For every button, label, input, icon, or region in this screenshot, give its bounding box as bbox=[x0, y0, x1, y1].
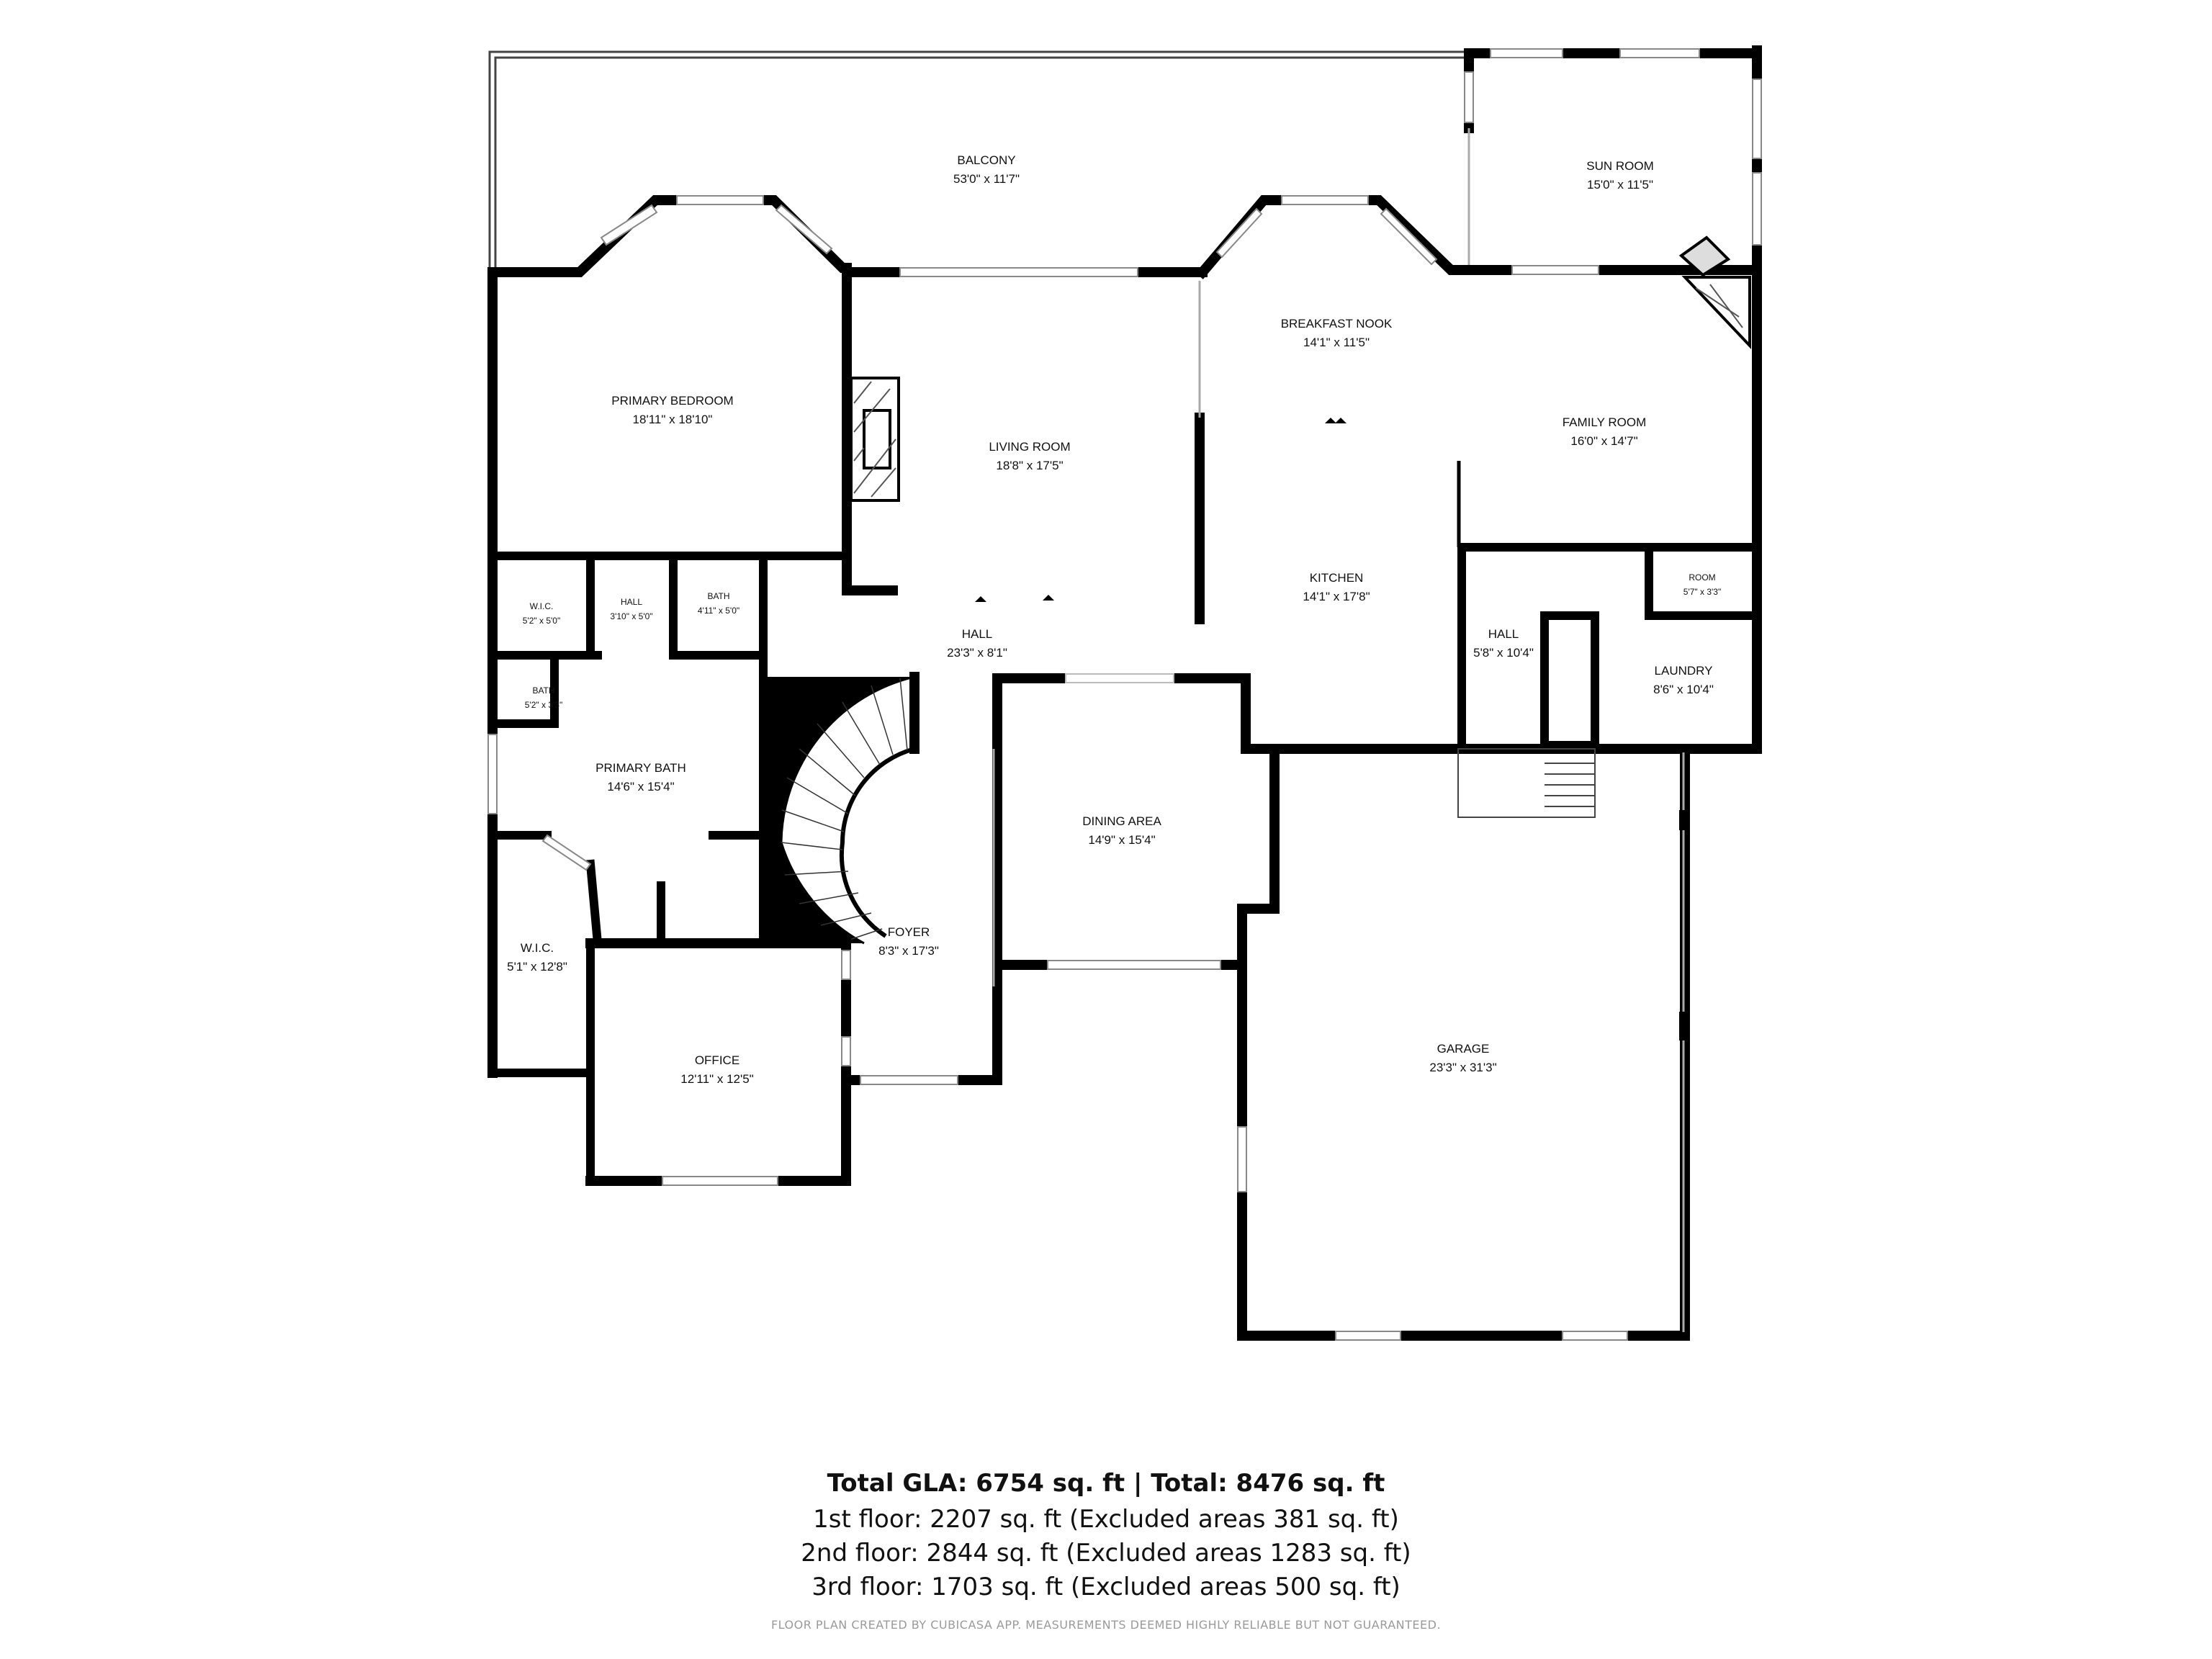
foyer-name: FOYER bbox=[888, 925, 930, 939]
hall-main-dims: 23'3" x 8'1" bbox=[947, 646, 1007, 660]
primary-bath-name: PRIMARY BATH bbox=[595, 761, 686, 775]
suite-walls bbox=[488, 552, 851, 1185]
wic-small-dims: 5'2" x 5'0" bbox=[523, 616, 560, 626]
hall-east-dims: 5'8" x 10'4" bbox=[1473, 646, 1534, 660]
living-room-windows bbox=[899, 267, 1138, 277]
bath-a-dims: 4'11" x 5'0" bbox=[698, 606, 739, 616]
spiral-staircase bbox=[768, 675, 915, 945]
living-room-name: LIVING ROOM bbox=[989, 440, 1070, 454]
balcony-dims: 53'0" x 11'7" bbox=[953, 172, 1020, 186]
total-area-heading: Total GLA: 6754 sq. ft | Total: 8476 sq.… bbox=[827, 1469, 1385, 1498]
family-room-fireplace-icon bbox=[1678, 235, 1751, 350]
family-room-dims: 16'0" x 14'7" bbox=[1570, 434, 1637, 448]
laundry-dims: 8'6" x 10'4" bbox=[1653, 683, 1714, 696]
hall-small-name: HALL bbox=[621, 597, 642, 607]
bath-b-dims: 5'2" x 3'3" bbox=[525, 700, 562, 710]
door-markers bbox=[975, 418, 1346, 602]
fireplace-icon bbox=[850, 377, 900, 502]
primary-bath-dims: 14'6" x 15'4" bbox=[607, 780, 674, 793]
hall-main-name: HALL bbox=[962, 627, 993, 641]
hall-east-name: HALL bbox=[1488, 627, 1519, 641]
breakfast-nook-dims: 14'1" x 11'5" bbox=[1303, 336, 1370, 349]
hall-small-dims: 3'10" x 5'0" bbox=[610, 611, 652, 621]
balcony-name: BALCONY bbox=[957, 153, 1015, 167]
garage-stairs bbox=[1457, 748, 1596, 818]
dining-window bbox=[1047, 960, 1221, 970]
kitchen-dims: 14'1" x 17'8" bbox=[1303, 590, 1370, 603]
primary-bedroom-name: PRIMARY BEDROOM bbox=[611, 394, 733, 408]
suite-windows bbox=[487, 734, 592, 871]
sun-room-dims: 15'0" x 11'5" bbox=[1587, 178, 1653, 192]
room-labels: BALCONY 53'0" x 11'7" SUN ROOM 15'0" x 1… bbox=[507, 153, 1721, 1086]
garage-door-markers bbox=[1679, 810, 1688, 1040]
sun-room-name: SUN ROOM bbox=[1586, 159, 1654, 173]
breakfast-nook-windows bbox=[1215, 195, 1599, 275]
dining-area-name: DINING AREA bbox=[1082, 814, 1161, 828]
kitchen-dining-walls bbox=[992, 673, 1762, 1341]
wic-small-name: W.I.C. bbox=[530, 601, 554, 611]
dining-window-north bbox=[1065, 673, 1174, 683]
wic-large-name: W.I.C. bbox=[521, 941, 554, 955]
living-room-dims: 18'8" x 17'5" bbox=[996, 459, 1063, 472]
garage-windows bbox=[1237, 1126, 1628, 1341]
dining-area-dims: 14'9" x 15'4" bbox=[1088, 833, 1155, 847]
floor2-area: 2nd floor: 2844 sq. ft (Excluded areas 1… bbox=[801, 1539, 1411, 1568]
garage-dims: 23'3" x 31'3" bbox=[1429, 1061, 1496, 1074]
room-small-dims: 5'7" x 3'3" bbox=[1683, 587, 1721, 597]
floor1-area: 1st floor: 2207 sq. ft (Excluded areas 3… bbox=[813, 1505, 1399, 1534]
wic-large-dims: 5'1" x 12'8" bbox=[507, 960, 567, 974]
disclaimer-text: FLOOR PLAN CREATED BY CUBICASA APP. MEAS… bbox=[770, 1618, 1442, 1632]
sun-room-windows bbox=[1464, 48, 1762, 246]
room-small-name: ROOM bbox=[1689, 572, 1715, 583]
kitchen-name: KITCHEN bbox=[1310, 571, 1364, 585]
breakfast-nook-name: BREAKFAST NOOK bbox=[1281, 317, 1393, 331]
family-room-name: FAMILY ROOM bbox=[1563, 415, 1647, 429]
balcony-outline bbox=[488, 50, 1469, 268]
bath-b-name: BATH bbox=[532, 685, 554, 696]
primary-bedroom-dims: 18'11" x 18'10" bbox=[633, 413, 713, 426]
bedroom-bay-windows bbox=[600, 195, 833, 255]
laundry-name: LAUNDRY bbox=[1655, 664, 1713, 678]
garage-name: GARAGE bbox=[1437, 1042, 1490, 1056]
bath-a-name: BATH bbox=[707, 591, 729, 601]
office-name: OFFICE bbox=[695, 1053, 739, 1067]
floor3-area: 3rd floor: 1703 sq. ft (Excluded areas 5… bbox=[811, 1573, 1401, 1601]
foyer-office-openings bbox=[662, 950, 958, 1186]
foyer-dims: 8'3" x 17'3" bbox=[878, 944, 939, 958]
office-dims: 12'11" x 12'5" bbox=[680, 1072, 753, 1086]
